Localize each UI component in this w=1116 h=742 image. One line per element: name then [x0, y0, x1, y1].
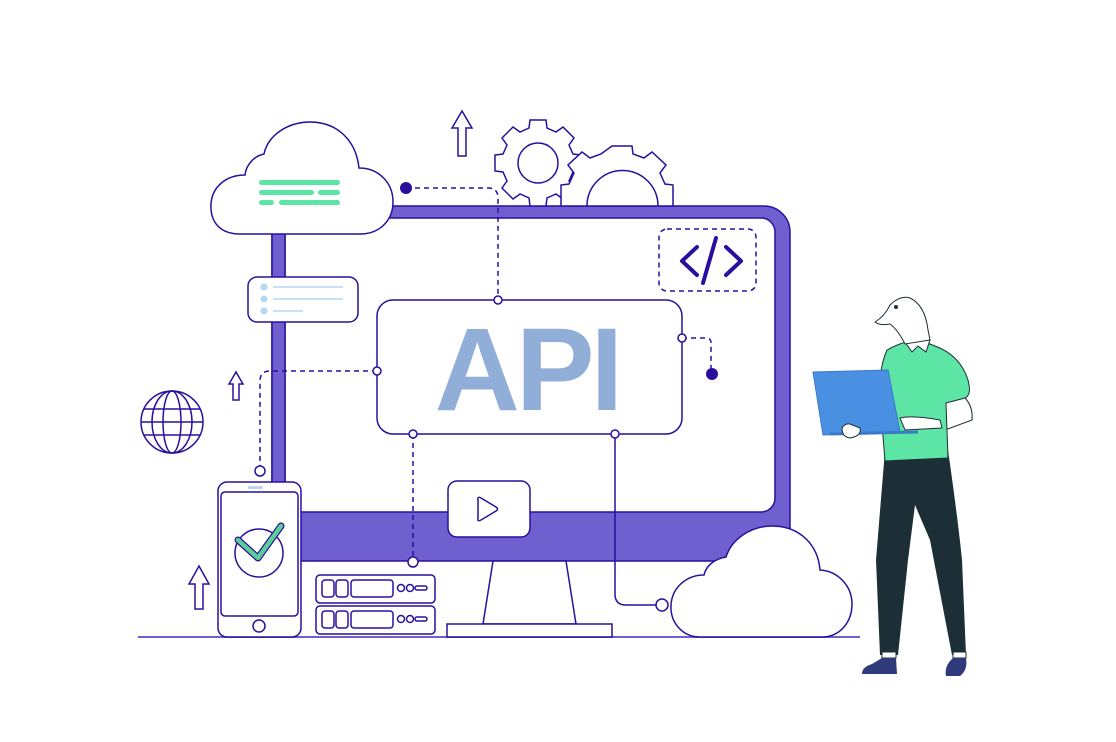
cloud-pole — [271, 224, 286, 486]
phone-icon — [217, 481, 302, 638]
gear-icon — [560, 145, 674, 207]
api-label: API — [435, 304, 620, 436]
connector-nodes — [254, 295, 687, 612]
connector-lines — [259, 187, 712, 561]
connector-dot — [400, 182, 412, 194]
person-figure — [812, 296, 973, 676]
shoe — [862, 658, 897, 674]
cloud-icon — [670, 525, 853, 638]
up-arrow-icon — [187, 564, 211, 610]
up-arrow-icon — [227, 370, 245, 401]
server-icon — [315, 574, 436, 635]
cloud-icon — [210, 121, 394, 235]
code-icon — [658, 228, 757, 292]
video-icon — [447, 480, 531, 538]
api-box: API — [376, 299, 683, 436]
list-card — [247, 276, 359, 323]
shoe — [945, 658, 967, 676]
connector-dot — [706, 368, 718, 380]
laptop-icon — [812, 369, 901, 436]
gear-icon — [494, 119, 582, 207]
connector-line — [614, 434, 661, 606]
globe-icon — [140, 390, 204, 454]
check-circle-icon — [234, 528, 284, 578]
up-arrow-icon — [450, 109, 474, 157]
